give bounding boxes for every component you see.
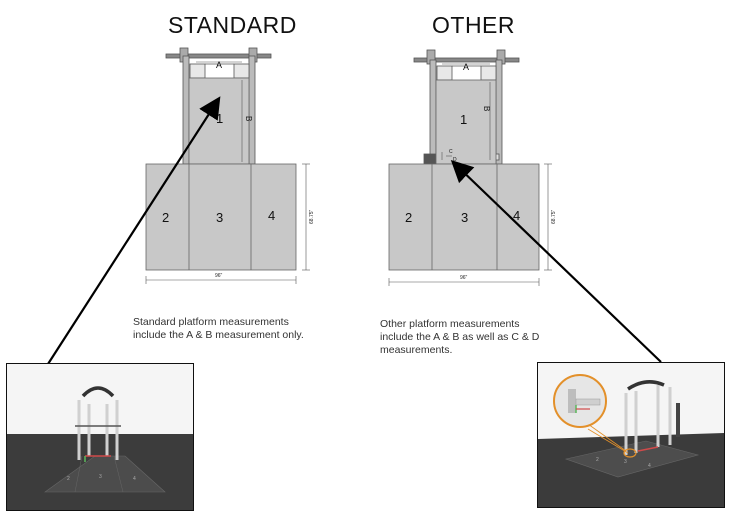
other-label-d: D [453,157,457,163]
other-photo-label-3: 3 [624,459,627,465]
standard-label-4: 4 [268,208,275,223]
standard-label-3: 3 [216,210,223,225]
standard-label-1: 1 [216,111,223,126]
other-arrow [450,159,662,363]
standard-height-dim: 68.75" [309,209,315,224]
standard-photo: 2 3 4 [6,363,194,511]
standard-photo-label-3: 3 [99,474,102,480]
standard-photo-label-2: 2 [67,476,70,482]
other-photo: 2 3 4 [537,362,725,508]
standard-platform [145,163,297,271]
other-photo-label-4: 4 [648,463,651,469]
other-photo-scene: 2 3 4 [538,363,724,507]
standard-diagram: A B 1 2 3 4 96" 68.75" [145,47,315,284]
other-area-1 [435,79,497,165]
standard-label-2: 2 [162,210,169,225]
standard-photo-scene: 2 3 4 [7,364,193,510]
other-label-1: 1 [460,112,467,127]
standard-caption: Standard platform measurements include t… [133,316,304,341]
other-caption: Other platform measurements include the … [380,318,540,356]
standard-label-b: B [244,116,253,121]
standard-area-1 [188,77,250,165]
other-photo-highlight [623,448,637,458]
other-diagram: A B C D 1 2 3 4 96" 68.75" [388,49,557,286]
other-label-4: 4 [513,208,520,223]
other-height-dim: 68.75" [551,209,557,224]
other-label-c: C [449,149,453,155]
standard-photo-label-4: 4 [133,476,136,482]
other-label-3: 3 [461,210,468,225]
other-label-a: A [463,62,469,72]
standard-label-a: A [216,60,222,70]
other-label-b: B [482,106,491,111]
standard-title: STANDARD [168,12,297,38]
standard-width-dim: 96" [215,273,223,279]
other-label-2: 2 [405,210,412,225]
standard-arrow [47,96,221,365]
other-photo-label-2: 2 [596,457,599,463]
other-width-dim: 96" [460,275,468,281]
other-title: OTHER [432,12,515,38]
